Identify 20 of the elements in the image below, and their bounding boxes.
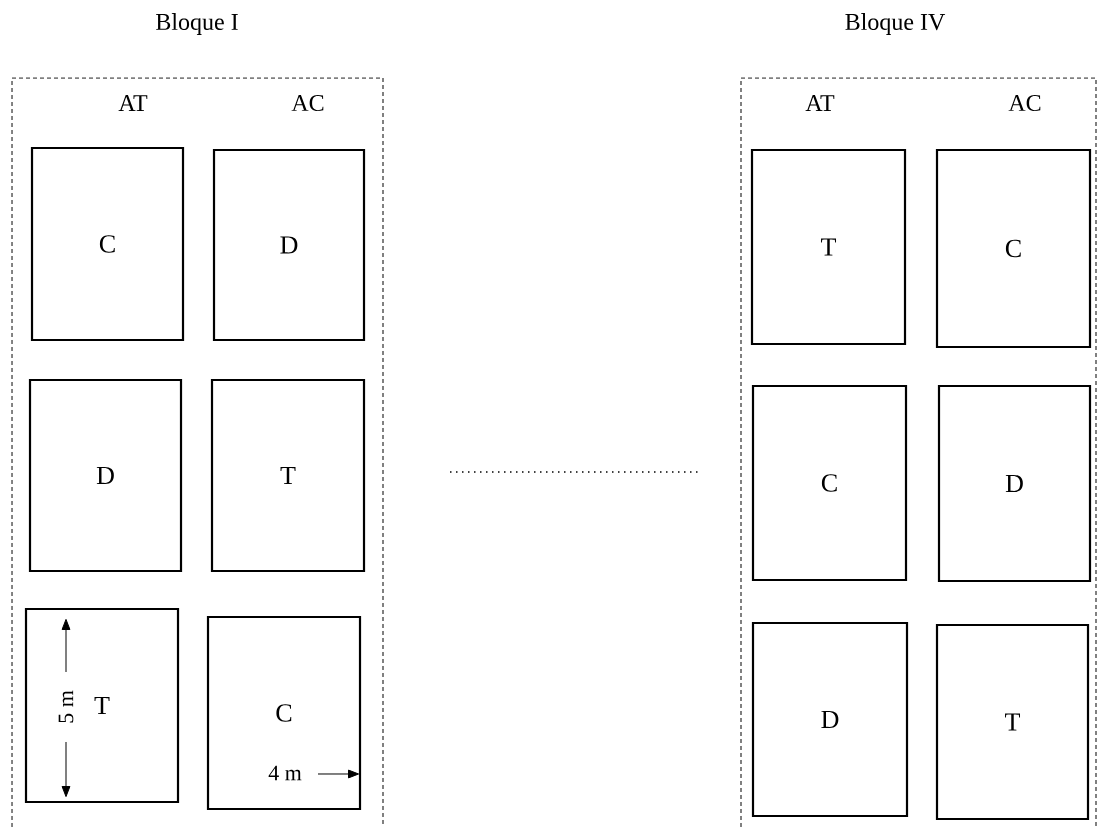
column-heading: AT xyxy=(805,95,835,111)
plot-box: D xyxy=(28,378,183,573)
dimension-label: 4 m xyxy=(268,765,302,781)
plot-box: D xyxy=(751,621,909,818)
plot-box: T xyxy=(210,378,366,573)
plot-box: C xyxy=(751,384,908,582)
plot-box: T xyxy=(935,623,1090,821)
plot-box: C xyxy=(935,148,1092,349)
block-heading: Bloque I xyxy=(156,13,238,35)
block-frame xyxy=(11,77,384,827)
column-heading: AC xyxy=(1008,94,1041,112)
plot-box: C xyxy=(30,146,185,342)
block-heading: Bloque IV xyxy=(845,13,946,35)
plot-box: D xyxy=(212,148,366,342)
column-heading: AC xyxy=(291,94,324,112)
plot-box: T xyxy=(750,148,907,346)
plot-box: D xyxy=(937,384,1092,583)
dimension-label: 5 m xyxy=(58,690,74,723)
column-heading: AT xyxy=(118,95,148,111)
block-frame xyxy=(740,77,1097,827)
